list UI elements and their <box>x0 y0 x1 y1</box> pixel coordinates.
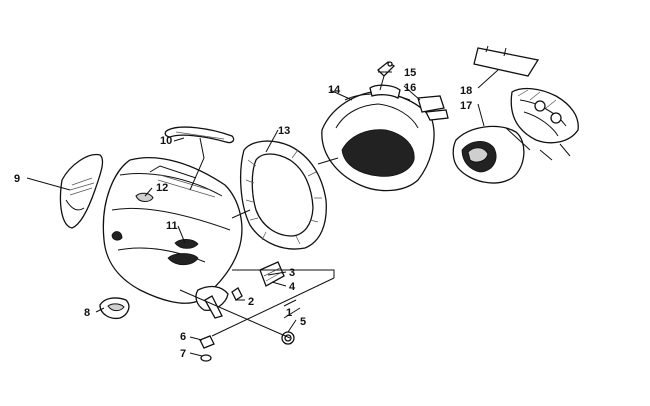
part-6-clip <box>199 335 215 349</box>
callout-16: 16 <box>404 82 416 94</box>
callout-14: 14 <box>328 84 341 96</box>
part-8-lower-panel <box>99 297 130 320</box>
callout-8: 8 <box>84 307 90 319</box>
part-16-pad <box>417 95 449 121</box>
callout-7: 7 <box>180 348 186 360</box>
callout-5: 5 <box>300 316 306 328</box>
part-18-engine-bracket <box>473 45 579 161</box>
callout-6: 6 <box>180 331 186 343</box>
callout-13: 13 <box>278 125 290 137</box>
part-9-side-panel <box>59 153 104 229</box>
part-2-screw <box>231 287 243 301</box>
callout-2: 2 <box>248 296 254 308</box>
part-14-airbox <box>321 84 435 192</box>
hood-assembly <box>102 156 243 319</box>
callout-15: 15 <box>404 67 416 79</box>
callout-10: 10 <box>160 135 172 147</box>
part-13-gasket-frame <box>240 140 327 250</box>
callout-1: 1 <box>286 307 292 319</box>
leader-lines <box>26 69 499 357</box>
callout-11: 11 <box>166 220 178 232</box>
callout-18: 18 <box>460 85 472 97</box>
part-17-intake-boot <box>452 125 525 184</box>
callout-4: 4 <box>289 281 296 293</box>
callout-3: 3 <box>289 267 295 279</box>
assembly-bracket-lines <box>179 269 335 339</box>
callout-labels: 9 10 12 11 13 14 15 16 18 17 3 4 2 1 5 8… <box>14 67 472 360</box>
callout-9: 9 <box>14 173 20 185</box>
callout-17: 17 <box>460 100 472 112</box>
part-10-trim-strip <box>164 126 235 144</box>
callout-12: 12 <box>156 182 168 194</box>
part-7-washer <box>200 354 212 362</box>
